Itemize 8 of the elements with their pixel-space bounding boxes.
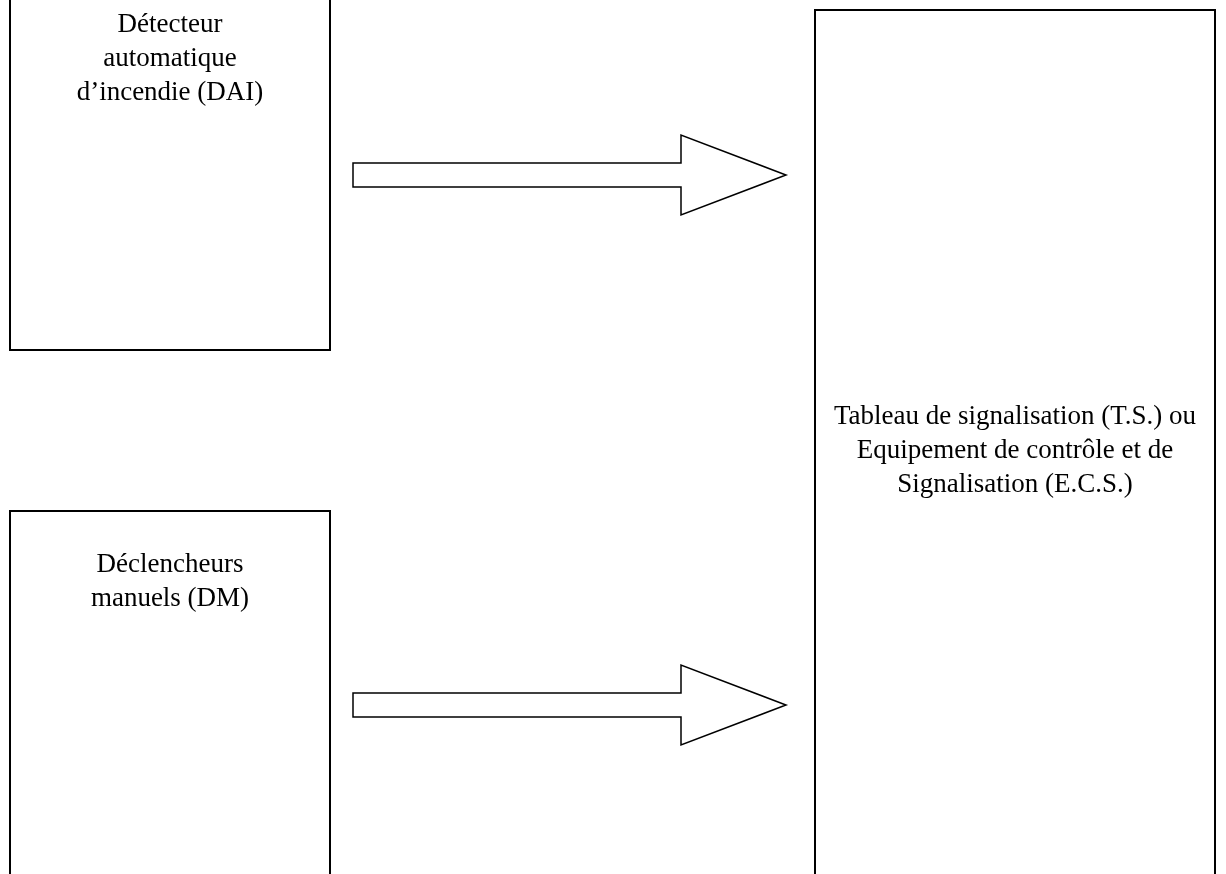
box-label: Tableau de signalisation (T.S.) ou Equipement de contrôle et de Signalisation (E.C.S.)	[833, 399, 1197, 500]
box-label: Déclencheurs manuels (DM)	[89, 547, 251, 614]
process-box	[814, 9, 1216, 874]
box-label: Détecteur automatique d’incendie (DAI)	[75, 7, 265, 108]
block-arrow	[352, 663, 789, 747]
process-box	[9, 510, 331, 874]
block-arrow	[352, 133, 789, 217]
process-box	[9, 0, 331, 351]
